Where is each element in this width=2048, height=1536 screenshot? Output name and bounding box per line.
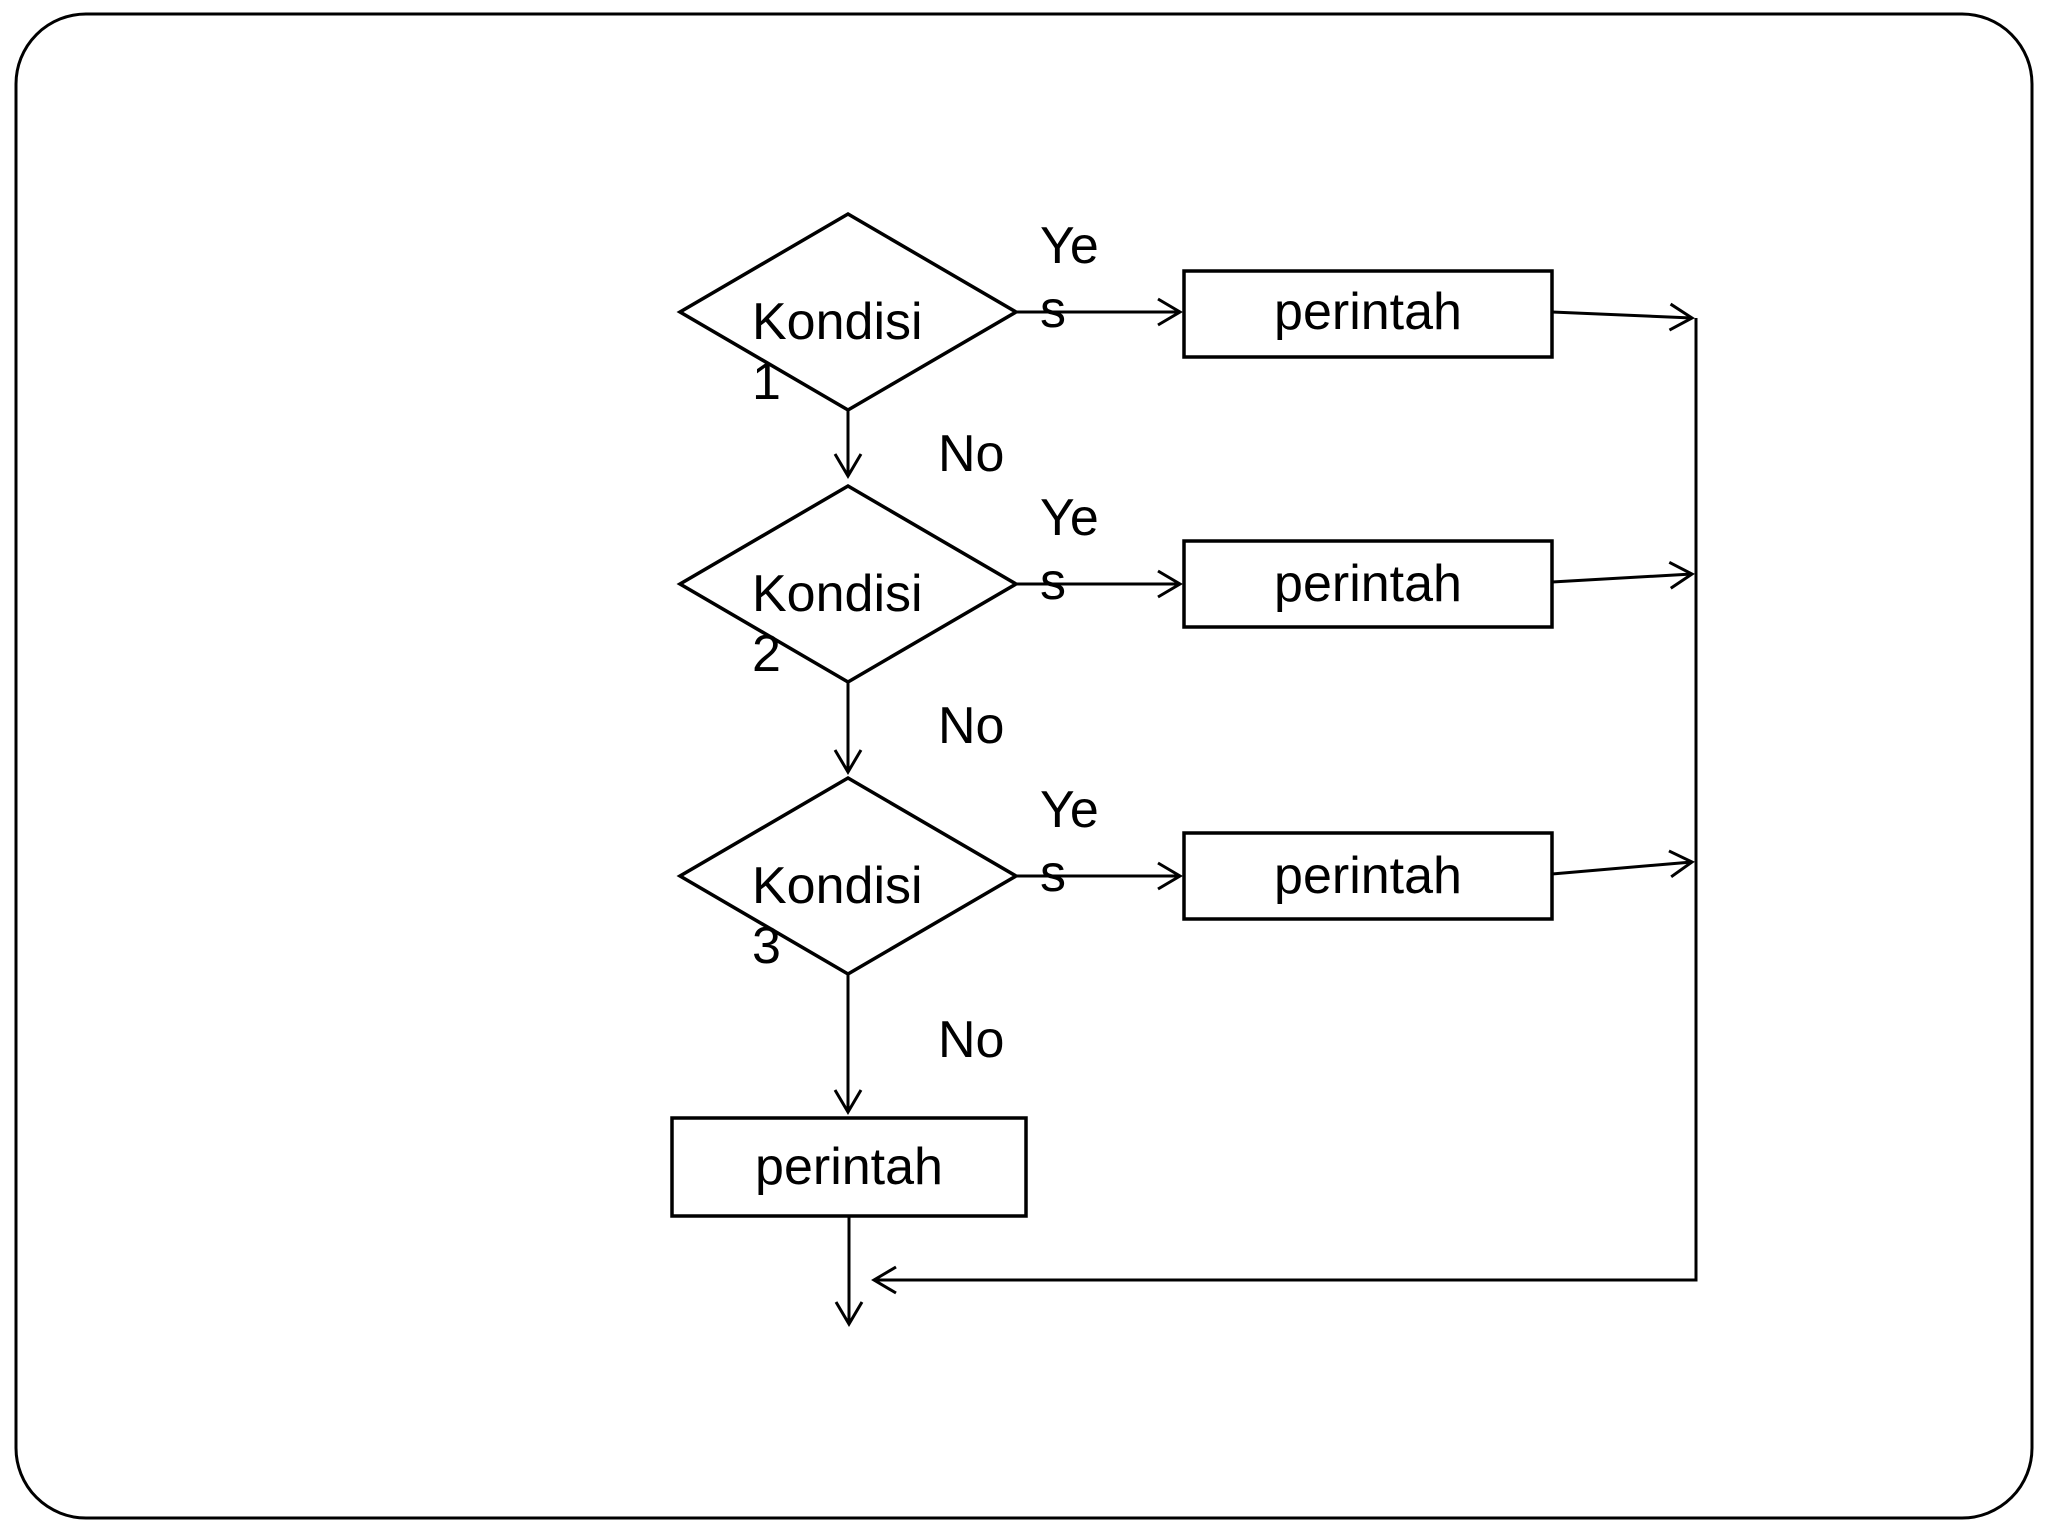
connector-box3-to-rail [1551,849,1695,879]
yes-branch-label-3: Yes [1040,781,1099,903]
process-label-3: perintah [1274,847,1462,905]
slide-border [14,12,2034,1520]
yes-branch-label-2: Yes [1040,489,1099,611]
process-box-3 [1182,831,1554,921]
process-box-2 [1182,539,1554,629]
connector-box2-to-rail [1551,560,1695,590]
process-box-1 [1182,269,1554,359]
final-process-box [670,1116,1028,1218]
final-process-label: perintah [755,1138,943,1196]
decision-label-1: Kondisi 1 [752,293,938,411]
process-label-1: perintah [1274,283,1462,341]
no-branch-label-1: No [938,425,1005,483]
no-branch-label-2: No [938,697,1005,755]
process-label-2: perintah [1274,555,1462,613]
no-branch-label-3: No [938,1011,1005,1069]
decision-label-2: Kondisi 2 [752,565,938,683]
decision-label-3: Kondisi 3 [752,857,938,975]
yes-branch-label-1: Yes [1040,217,1099,339]
rail-return-arrow [871,318,1698,1295]
connector-box1-to-rail [1551,302,1695,332]
